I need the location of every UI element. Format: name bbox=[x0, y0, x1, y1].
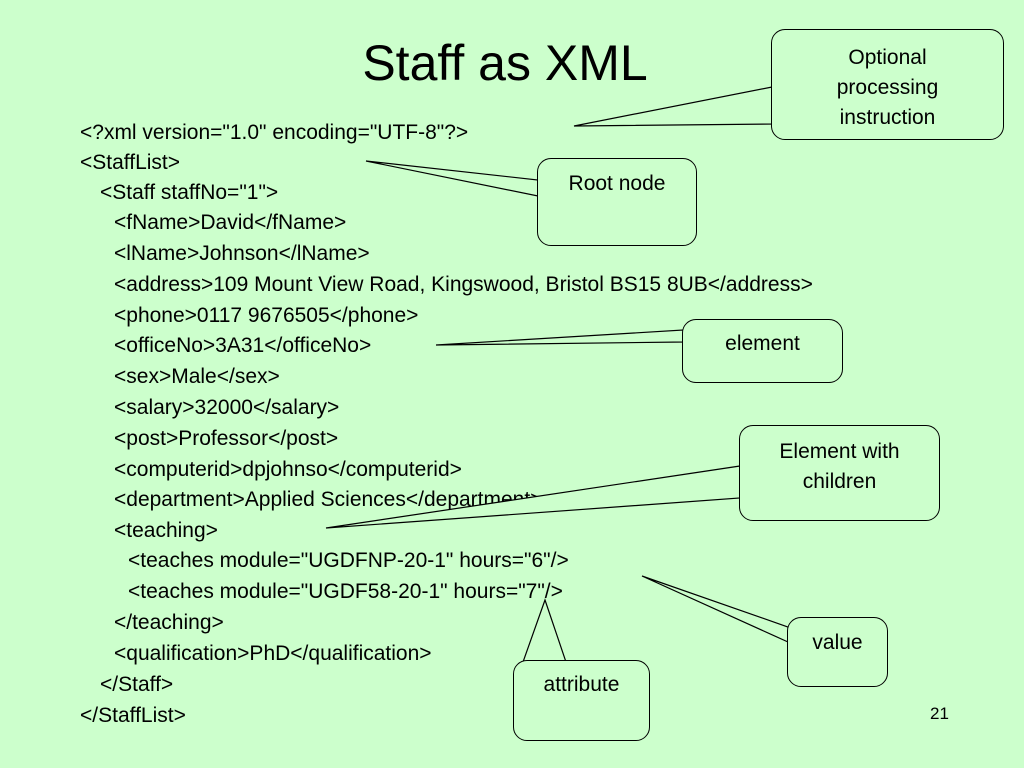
callout-processing-instruction: Optional processing instruction bbox=[771, 29, 1004, 140]
leader-root-node bbox=[365, 160, 539, 197]
page-number: 21 bbox=[930, 704, 949, 723]
callout-element: element bbox=[682, 319, 843, 383]
code-line: </StaffList> bbox=[80, 704, 186, 727]
code-line: <department>Applied Sciences</department… bbox=[114, 488, 543, 511]
code-line: <phone>0117 9676505</phone> bbox=[114, 304, 419, 327]
callout-value: value bbox=[787, 617, 888, 687]
slide-title: Staff as XML bbox=[362, 35, 648, 91]
callout-root-node: Root node bbox=[537, 158, 697, 246]
code-line: </Staff> bbox=[100, 673, 174, 696]
code-line: <lName>Johnson</lName> bbox=[114, 242, 370, 265]
code-line: <teaching> bbox=[114, 519, 218, 542]
code-line: <computerid>dpjohnso</computerid> bbox=[114, 458, 462, 481]
code-line: <officeNo>3A31</officeNo> bbox=[114, 334, 372, 357]
code-line: <post>Professor</post> bbox=[114, 427, 339, 450]
callout-attribute: attribute bbox=[513, 660, 650, 741]
code-line: <address>109 Mount View Road, Kingswood,… bbox=[114, 273, 813, 296]
code-line: <?xml version="1.0" encoding="UTF-8"?> bbox=[80, 121, 469, 144]
leader-value bbox=[641, 575, 789, 643]
callout-element-with-children: Element with children bbox=[739, 425, 940, 521]
code-line: <fName>David</fName> bbox=[114, 211, 347, 234]
code-line: <teaches module="UGDFNP-20-1" hours="6"/… bbox=[128, 549, 569, 572]
code-line: </teaching> bbox=[114, 611, 224, 634]
code-line: <sex>Male</sex> bbox=[114, 365, 280, 388]
code-line: <Staff staffNo="1"> bbox=[100, 181, 279, 204]
leader-attribute bbox=[522, 598, 567, 663]
code-line: <qualification>PhD</qualification> bbox=[114, 642, 432, 665]
code-line: <StaffList> bbox=[80, 151, 181, 174]
code-line: <teaches module="UGDF58-20-1" hours="7"/… bbox=[128, 580, 563, 603]
code-line: <salary>32000</salary> bbox=[114, 396, 340, 419]
leader-element bbox=[435, 329, 684, 346]
